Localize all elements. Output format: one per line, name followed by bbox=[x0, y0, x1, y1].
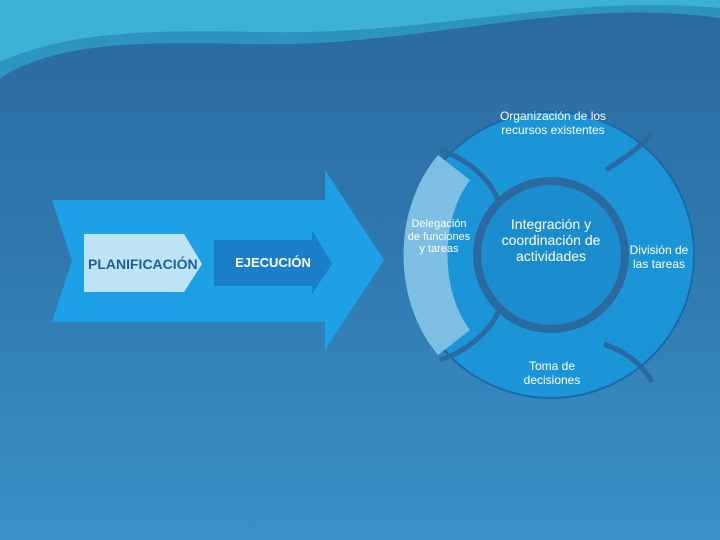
center-label: Integración y coordinación de actividade… bbox=[501, 216, 601, 265]
cycle-divider bbox=[439, 147, 501, 201]
cycle-divider bbox=[439, 310, 501, 363]
cycle-segment-delegacion bbox=[403, 155, 470, 355]
ejecucion-arrow bbox=[214, 230, 332, 294]
cycle-center bbox=[481, 185, 621, 325]
planificacion-label: PLANIFICACIÓN bbox=[88, 256, 198, 272]
segment-label-toma: Toma de decisiones bbox=[523, 359, 581, 387]
segment-label-division: División de las tareas bbox=[629, 243, 689, 271]
cycle-divider bbox=[603, 341, 655, 384]
segment-label-organizacion: Organización de los recursos existentes bbox=[499, 109, 607, 137]
cycle-divider bbox=[604, 130, 655, 173]
top-wave-front bbox=[0, 0, 720, 62]
segment-label-delegacion: Delegación de funciones y tareas bbox=[407, 218, 471, 256]
planificacion-arrow bbox=[84, 234, 202, 292]
ejecucion-label: EJECUCIÓN bbox=[235, 255, 311, 270]
